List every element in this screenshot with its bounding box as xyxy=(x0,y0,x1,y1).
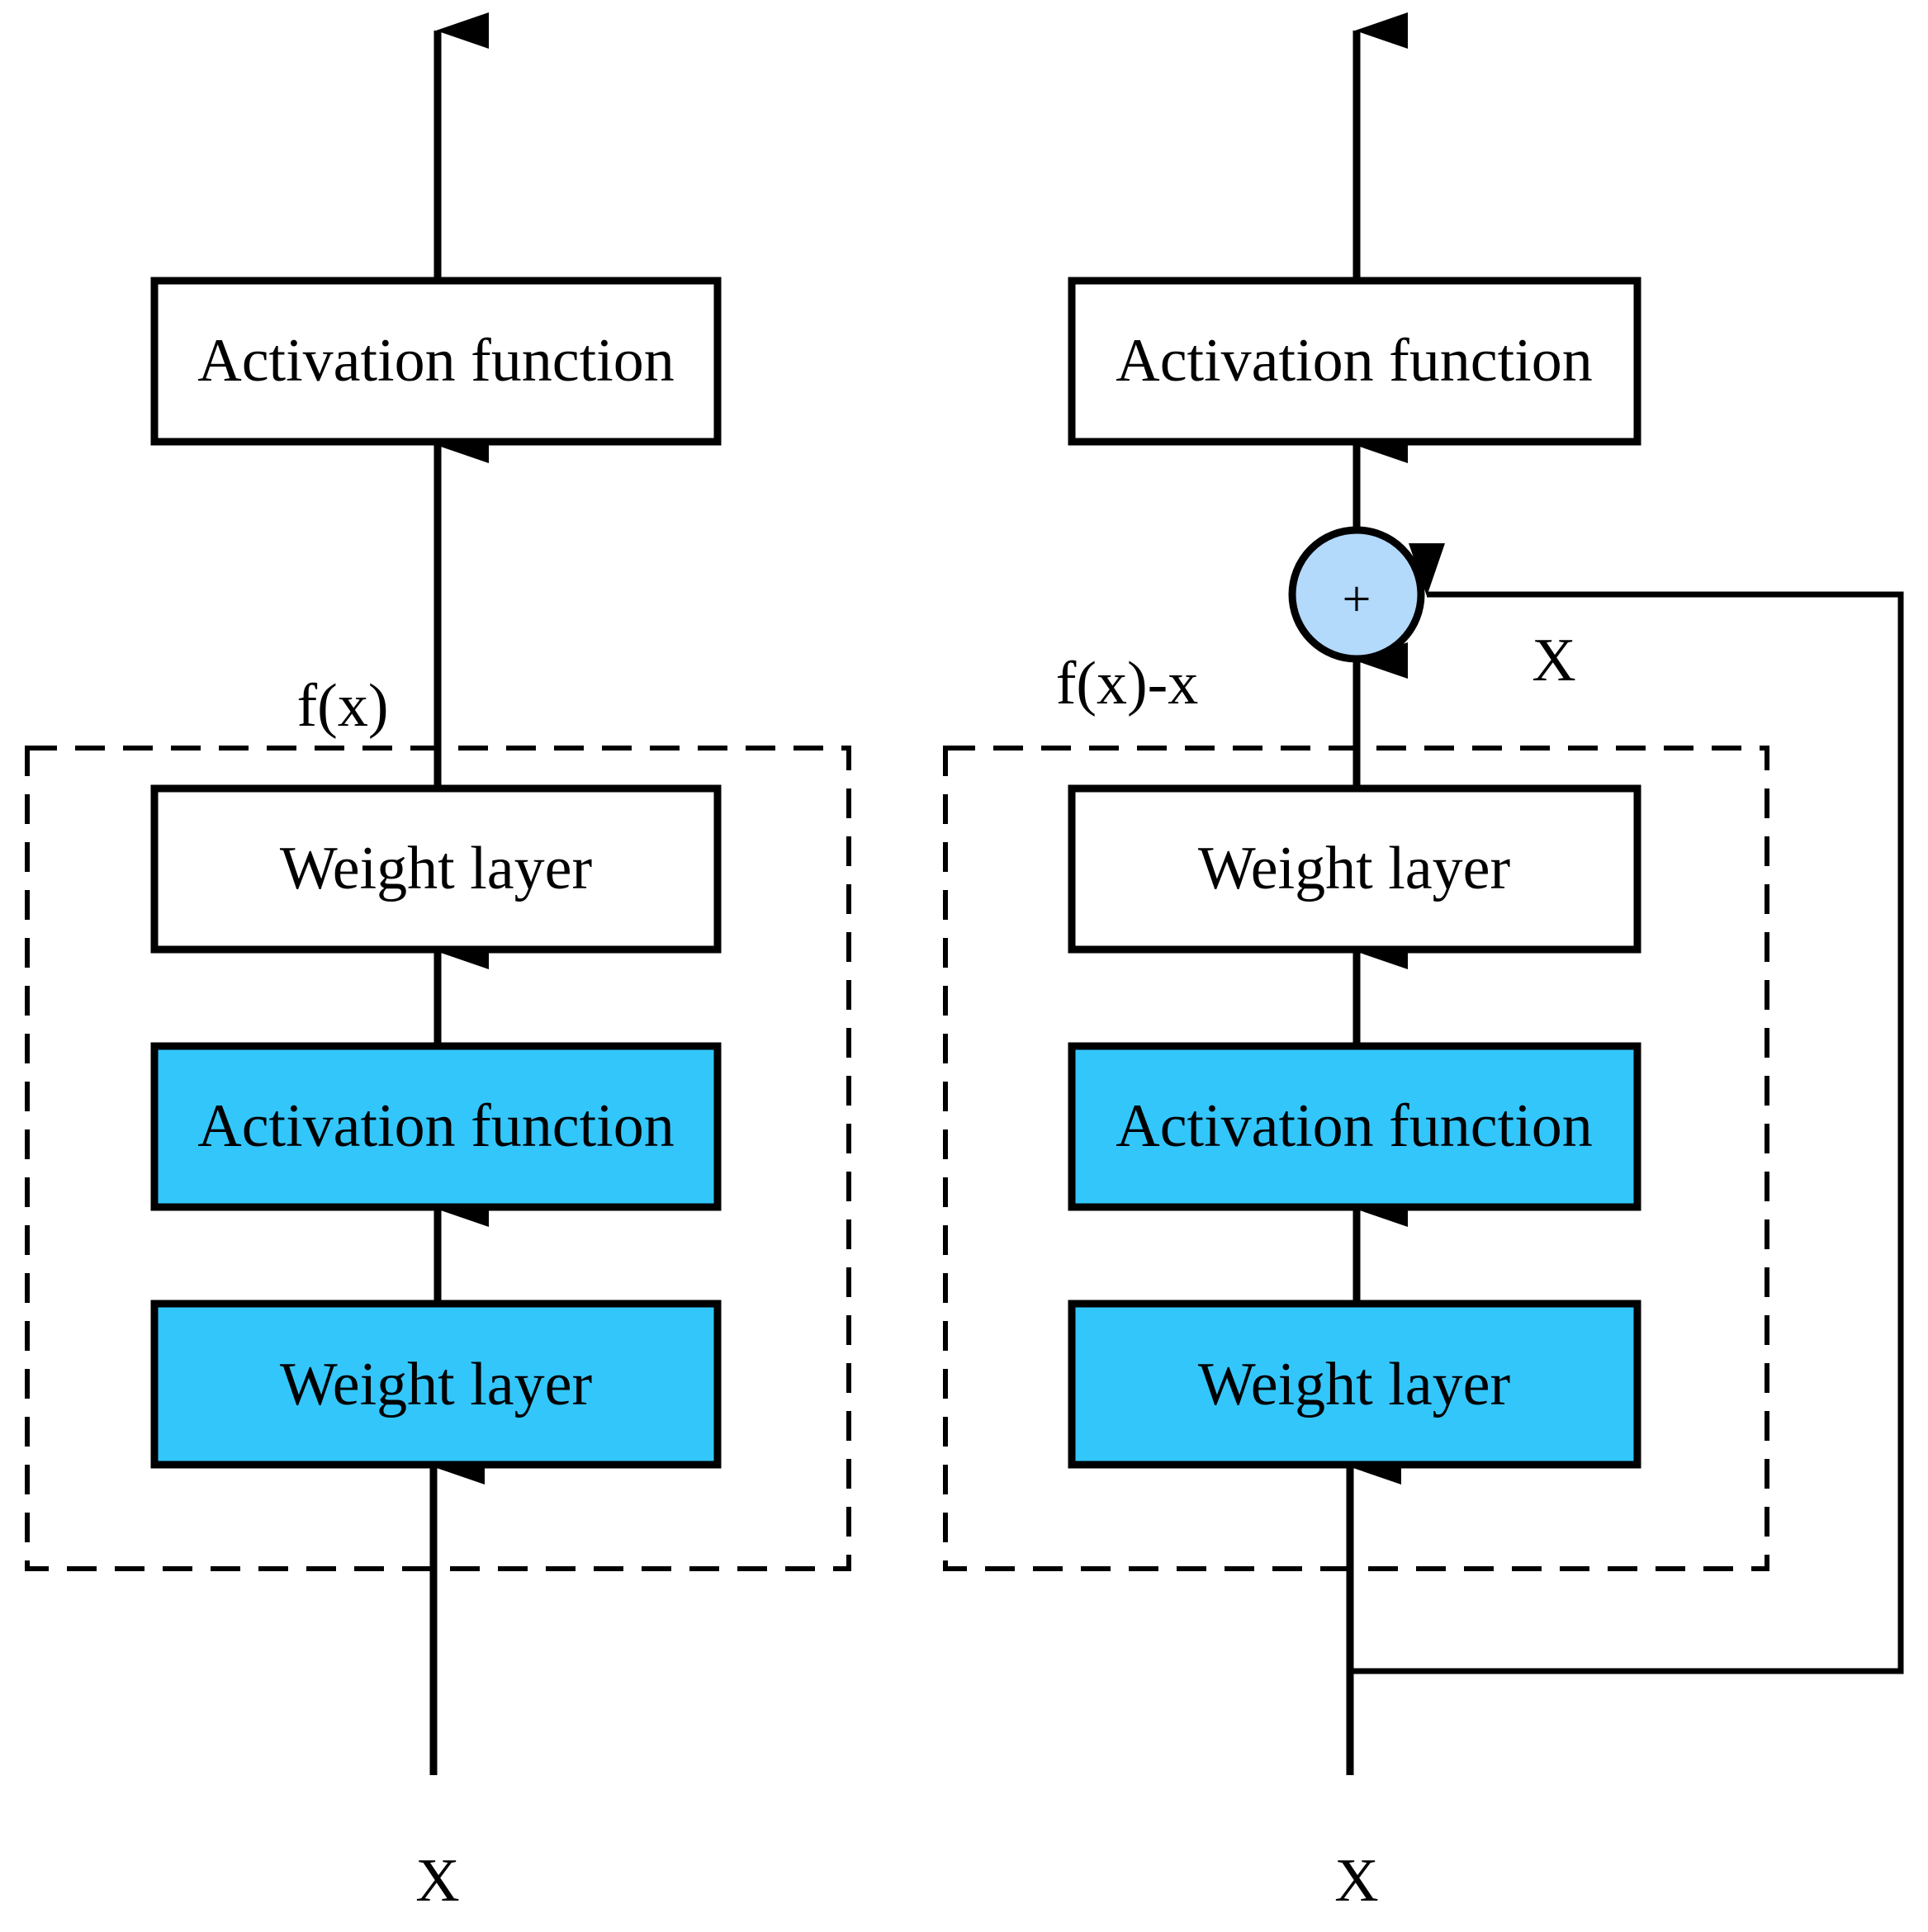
right-output-activation-label: Activation function xyxy=(1116,327,1592,395)
left-weight-layer-top-box xyxy=(150,784,722,954)
right-weight-layer-top-box xyxy=(1068,784,1641,954)
left-block-output-label: f(x) xyxy=(297,672,389,740)
left-activation-mid-label: Activation function xyxy=(197,1092,674,1160)
right-shortcut-label: X xyxy=(1532,627,1575,694)
right-shortcut-connection xyxy=(1350,543,1904,1674)
left-weight-layer-top-label: Weight layer xyxy=(280,835,592,902)
right-block-output-label: f(x)-x xyxy=(1056,650,1199,717)
right-weight-layer-bottom-label: Weight layer xyxy=(1198,1351,1510,1418)
left-block: Weight layer Activation function Weight … xyxy=(25,12,851,1915)
right-adder-plus-icon: + xyxy=(1343,571,1371,627)
right-block: Weight layer Activation function Weight … xyxy=(943,12,1904,1915)
left-output-activation-label: Activation function xyxy=(197,327,674,395)
left-activation-mid-box xyxy=(150,1042,722,1211)
left-weight-layer-bottom-label: Weight layer xyxy=(280,1351,592,1418)
right-activation-mid-label: Activation function xyxy=(1116,1092,1592,1160)
left-input-label: X xyxy=(415,1847,459,1915)
right-weight-layer-top-label: Weight layer xyxy=(1198,835,1510,902)
right-input-label: X xyxy=(1334,1847,1378,1915)
